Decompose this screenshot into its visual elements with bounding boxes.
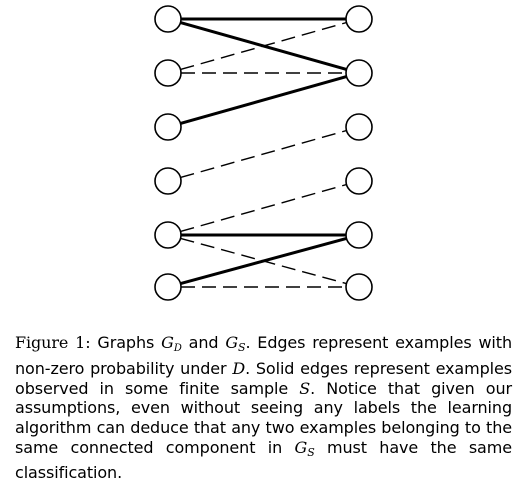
left-node xyxy=(154,273,182,301)
distribution-symbol: D xyxy=(232,358,246,378)
graph-symbol-gd: GD xyxy=(161,333,182,354)
left-node xyxy=(154,167,182,195)
left-node xyxy=(154,221,182,249)
dashed-edge xyxy=(180,129,347,179)
right-node xyxy=(345,273,373,301)
caption-text: . Solid edges represent examples observe… xyxy=(15,358,512,398)
caption-text: . Edges represent examples with non-zero… xyxy=(15,333,512,378)
solid-edge xyxy=(180,75,347,125)
caption-text: Graphs xyxy=(90,333,162,352)
caption-text: and xyxy=(181,333,226,352)
figure-label: Figure 1: xyxy=(15,333,91,352)
graph-nodes xyxy=(154,5,373,301)
solid-edge xyxy=(180,236,347,286)
caption-text: must have the same classification. xyxy=(15,437,512,482)
left-node xyxy=(154,113,182,141)
right-node xyxy=(345,59,373,87)
caption-text: . Notice that given our assumptions, eve… xyxy=(15,378,512,457)
sample-symbol: S xyxy=(299,378,311,398)
bipartite-graph-figure xyxy=(154,5,373,301)
dashed-edge xyxy=(180,183,347,233)
graph-symbol-gs: GS xyxy=(225,333,246,354)
figure-caption: Figure 1: Graphs GD and GS. Edges repres… xyxy=(15,333,512,483)
dashed-edge xyxy=(180,21,347,71)
graph-edges xyxy=(180,17,347,288)
left-node xyxy=(154,5,182,33)
right-node xyxy=(345,5,373,33)
left-node xyxy=(154,59,182,87)
right-node xyxy=(345,113,373,141)
graph-symbol-gs: GS xyxy=(294,437,315,459)
right-node xyxy=(345,221,373,249)
right-node xyxy=(345,167,373,195)
